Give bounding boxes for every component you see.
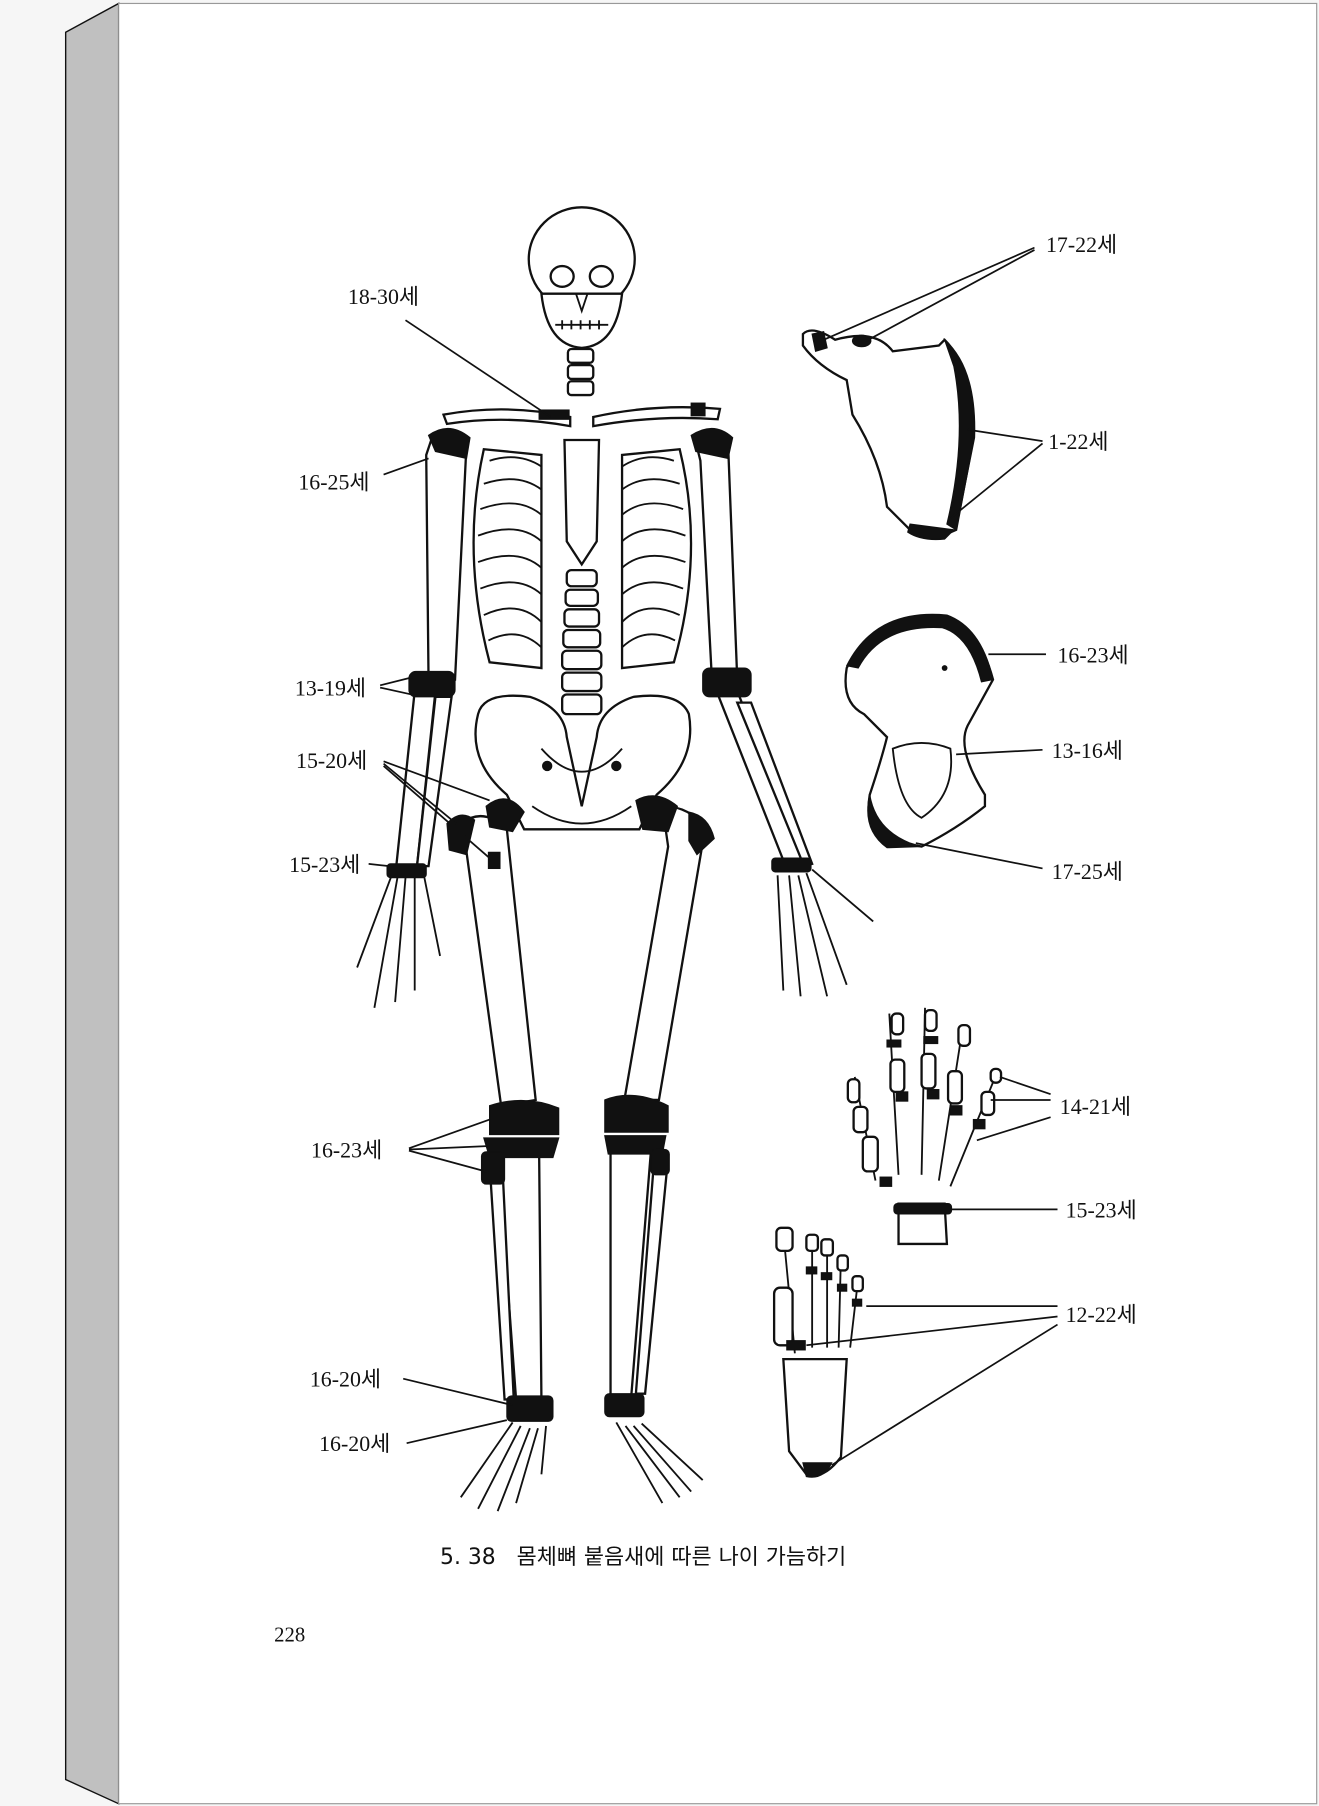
figure-caption: 5. 38 몸체뼈 붙음새에 따른 나이 가늠하기	[440, 1545, 846, 1570]
label-ankle-tibia: 16-20세	[310, 1368, 381, 1392]
label-ischium: 17-25세	[1052, 860, 1123, 884]
label-hand-phalanges: 14-21세	[1060, 1095, 1131, 1119]
label-foot: 12-22세	[1066, 1303, 1137, 1327]
label-ankle-fibula: 16-20세	[319, 1432, 390, 1456]
label-elbow: 13-19세	[295, 677, 366, 701]
hand-detail	[846, 1007, 1003, 1246]
label-humerus-head: 16-25세	[298, 471, 369, 495]
book-spine	[64, 2, 120, 1805]
skeleton-figure	[356, 206, 874, 1512]
label-iliac-crest: 16-23세	[1058, 643, 1129, 667]
label-hip: 15-20세	[296, 749, 367, 773]
label-acetabulum: 13-16세	[1052, 739, 1123, 763]
scapula-detail	[801, 329, 976, 541]
foot-detail	[772, 1226, 864, 1478]
label-wrist: 15-23세	[289, 853, 360, 877]
label-clavicle: 18-30세	[348, 285, 419, 309]
page	[118, 2, 1318, 1805]
page-number: 228	[274, 1624, 305, 1646]
label-hand-wrist: 15-23세	[1066, 1198, 1137, 1222]
label-knee: 16-23세	[311, 1139, 382, 1163]
label-scapula-top: 17-22세	[1046, 233, 1117, 257]
hip-bone-detail	[844, 613, 995, 849]
leader-lines	[368, 246, 1058, 1466]
label-scapula-border: 1-22세	[1048, 430, 1108, 454]
